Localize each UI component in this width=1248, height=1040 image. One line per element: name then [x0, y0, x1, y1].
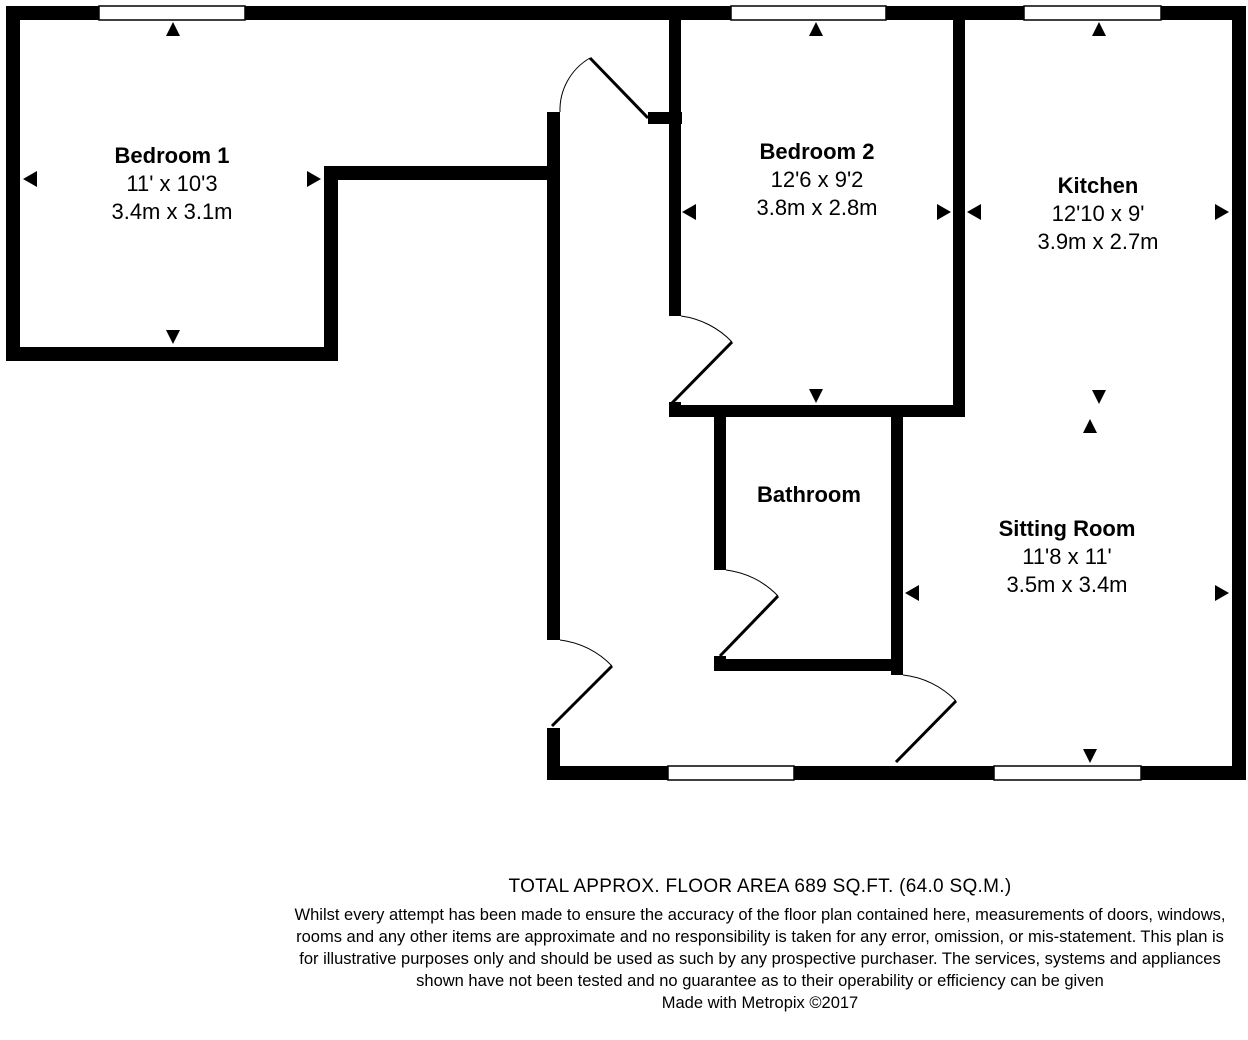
- dimension-arrows: [23, 22, 1229, 763]
- window-bedroom2: [730, 5, 887, 21]
- window-kitchen: [1023, 5, 1162, 21]
- room-name: Bedroom 2: [759, 139, 875, 164]
- disclaimer-text: Whilst every attempt has been made to en…: [294, 906, 1226, 990]
- arrow-up-icon: [809, 22, 823, 36]
- wall-bathroom-left: [714, 405, 726, 570]
- room-label-bedroom1: Bedroom 1 11' x 10'3 3.4m x 3.1m: [72, 142, 272, 226]
- room-dimensions-metric: 3.9m x 2.7m: [1037, 229, 1159, 254]
- window-sitting-bottom: [993, 765, 1142, 781]
- door-leaf-bathroom: [718, 594, 780, 658]
- wall-hall-left: [547, 166, 560, 640]
- door-leaf-sitting-room: [894, 699, 958, 764]
- wall-bedroom1-bottom: [6, 347, 338, 361]
- arrow-right-icon: [307, 171, 321, 187]
- plan-footer: TOTAL APPROX. FLOOR AREA 689 SQ.FT. (64.…: [290, 874, 1230, 1014]
- wall-bathroom-bottom: [714, 659, 903, 671]
- door-arc-sitting-room: [902, 674, 957, 702]
- room-dimensions-metric: 3.4m x 3.1m: [111, 199, 233, 224]
- arrow-left-icon: [23, 171, 37, 187]
- room-label-bedroom2: Bedroom 2 12'6 x 9'2 3.8m x 2.8m: [717, 138, 917, 222]
- arrow-right-icon: [937, 204, 951, 220]
- floor-plan: [6, 5, 1246, 781]
- arrow-up-icon: [1083, 419, 1097, 433]
- arrow-up-icon: [1092, 22, 1106, 36]
- walls: [6, 6, 1246, 780]
- wall-hall-left-stub: [547, 112, 560, 180]
- door-arc-bathroom: [725, 569, 779, 597]
- credit-text: Made with Metropix ©2017: [661, 994, 859, 1012]
- door-leaf-bedroom2: [670, 340, 734, 405]
- room-dimensions-metric: 3.8m x 2.8m: [756, 195, 878, 220]
- windows: [98, 5, 1162, 781]
- wall-bedroom1-right: [324, 166, 338, 361]
- arrow-down-icon: [1092, 390, 1106, 404]
- wall-bedroom2-bottom: [669, 405, 965, 417]
- wall-hall-top: [324, 166, 560, 180]
- wall-bedroom2-right: [953, 6, 965, 417]
- room-dimensions-imperial: 12'6 x 9'2: [770, 167, 864, 192]
- room-name: Kitchen: [1057, 173, 1139, 198]
- door-arc-hall-top: [559, 57, 591, 113]
- arrow-up-icon: [166, 22, 180, 36]
- doors: [550, 56, 958, 764]
- window-hall-bottom: [667, 765, 795, 781]
- window-bedroom1: [98, 5, 246, 21]
- room-label-kitchen: Kitchen 12'10 x 9' 3.9m x 2.7m: [998, 172, 1198, 256]
- room-name: Sitting Room: [998, 516, 1136, 541]
- room-dimensions-imperial: 12'10 x 9': [1051, 201, 1145, 226]
- room-name: Bedroom 1: [114, 143, 230, 168]
- wall-bedroom2-left: [669, 6, 681, 316]
- wall-right: [1232, 6, 1246, 780]
- arrow-right-icon: [1215, 204, 1229, 220]
- door-arc-hall-lower: [559, 639, 613, 667]
- room-dimensions-metric: 3.5m x 3.4m: [1006, 572, 1128, 597]
- door-leaf-hall-lower: [550, 664, 614, 728]
- total-floor-area: TOTAL APPROX. FLOOR AREA 689 SQ.FT. (64.…: [508, 876, 1012, 897]
- door-leaf-hall-top: [588, 56, 650, 120]
- arrow-down-icon: [1083, 749, 1097, 763]
- arrow-down-icon: [166, 330, 180, 344]
- wall-bathroom-right: [891, 405, 903, 675]
- arrow-left-icon: [967, 204, 981, 220]
- arrow-down-icon: [809, 389, 823, 403]
- room-dimensions-imperial: 11' x 10'3: [126, 171, 218, 196]
- wall-bedroom1-left: [6, 6, 20, 361]
- room-label-sitting-room: Sitting Room 11'8 x 11' 3.5m x 3.4m: [957, 515, 1177, 599]
- door-arc-bedroom2: [680, 315, 733, 343]
- wall-top: [6, 6, 1246, 20]
- arrow-left-icon: [905, 585, 919, 601]
- arrow-right-icon: [1215, 585, 1229, 601]
- room-name: Bathroom: [757, 482, 861, 507]
- room-label-bathroom: Bathroom: [728, 481, 890, 509]
- arrow-left-icon: [682, 204, 696, 220]
- room-dimensions-imperial: 11'8 x 11': [1022, 544, 1112, 569]
